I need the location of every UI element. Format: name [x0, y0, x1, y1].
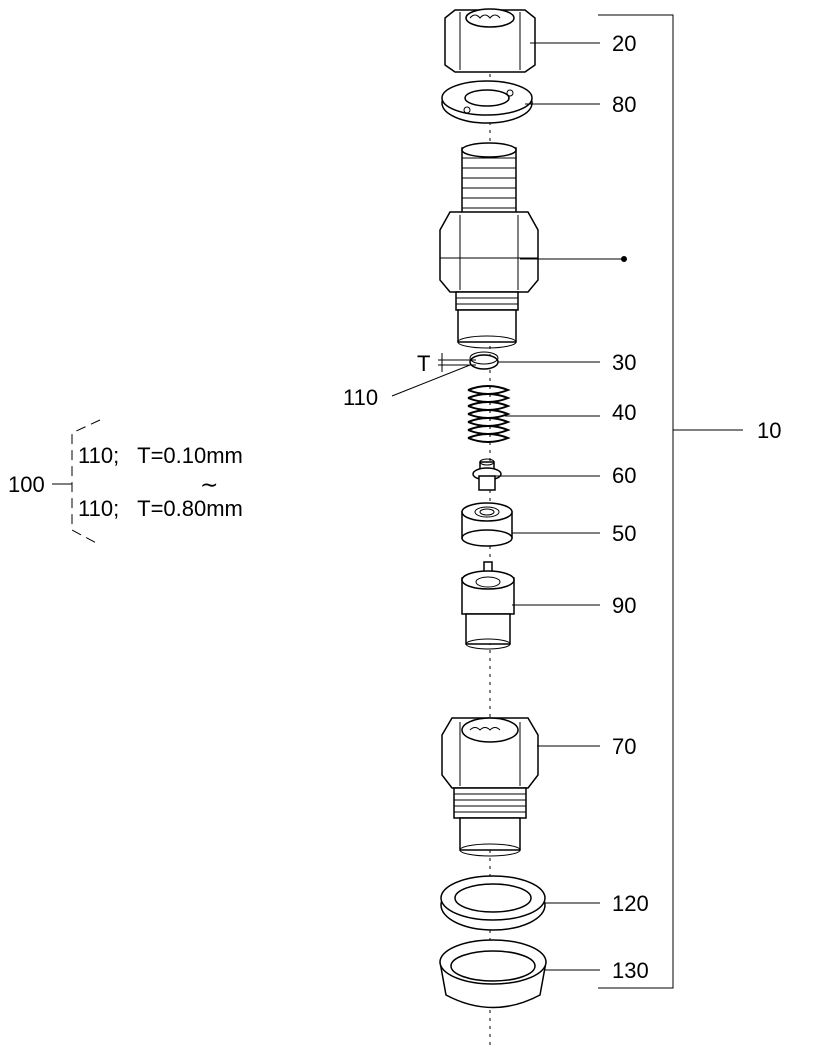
part-20-hex-nut	[444, 8, 536, 73]
part-70-retaining-nut	[441, 717, 539, 857]
part-80-washer	[441, 80, 533, 124]
part-90-nozzle	[461, 561, 515, 650]
part-120-gasket	[440, 875, 546, 931]
shim-kit-range-mark: ∼	[200, 472, 218, 497]
leader-lines	[391, 42, 627, 971]
callout-30: 30	[612, 350, 636, 375]
shim-kit-line-max: 110; T=0.80mm	[78, 496, 243, 521]
part-40-spring	[467, 385, 511, 443]
part-60-pin	[472, 458, 502, 491]
assembly-bracket-10	[598, 14, 743, 989]
callout-110: 110	[343, 385, 378, 410]
thickness-marker	[438, 353, 476, 372]
part-injector-holder-body	[439, 142, 539, 349]
thickness-symbol: T	[417, 351, 430, 376]
callout-130: 130	[612, 958, 649, 983]
part-50-spacer	[461, 502, 513, 547]
part-130-seal-cup	[439, 939, 547, 1009]
shim-kit-line-min: 110; T=0.10mm	[78, 443, 243, 468]
callout-120: 120	[612, 891, 649, 916]
callout-60: 60	[612, 463, 636, 488]
callout-10: 10	[757, 418, 781, 443]
shim-kit-bracket-100	[52, 419, 101, 546]
callout-80: 80	[612, 92, 636, 117]
callout-40: 40	[612, 400, 636, 425]
callout-70: 70	[612, 734, 636, 759]
callout-20: 20	[612, 31, 636, 56]
callout-50: 50	[612, 521, 636, 546]
callout-90: 90	[612, 593, 636, 618]
shim-kit-ref-100: 100	[8, 472, 45, 497]
